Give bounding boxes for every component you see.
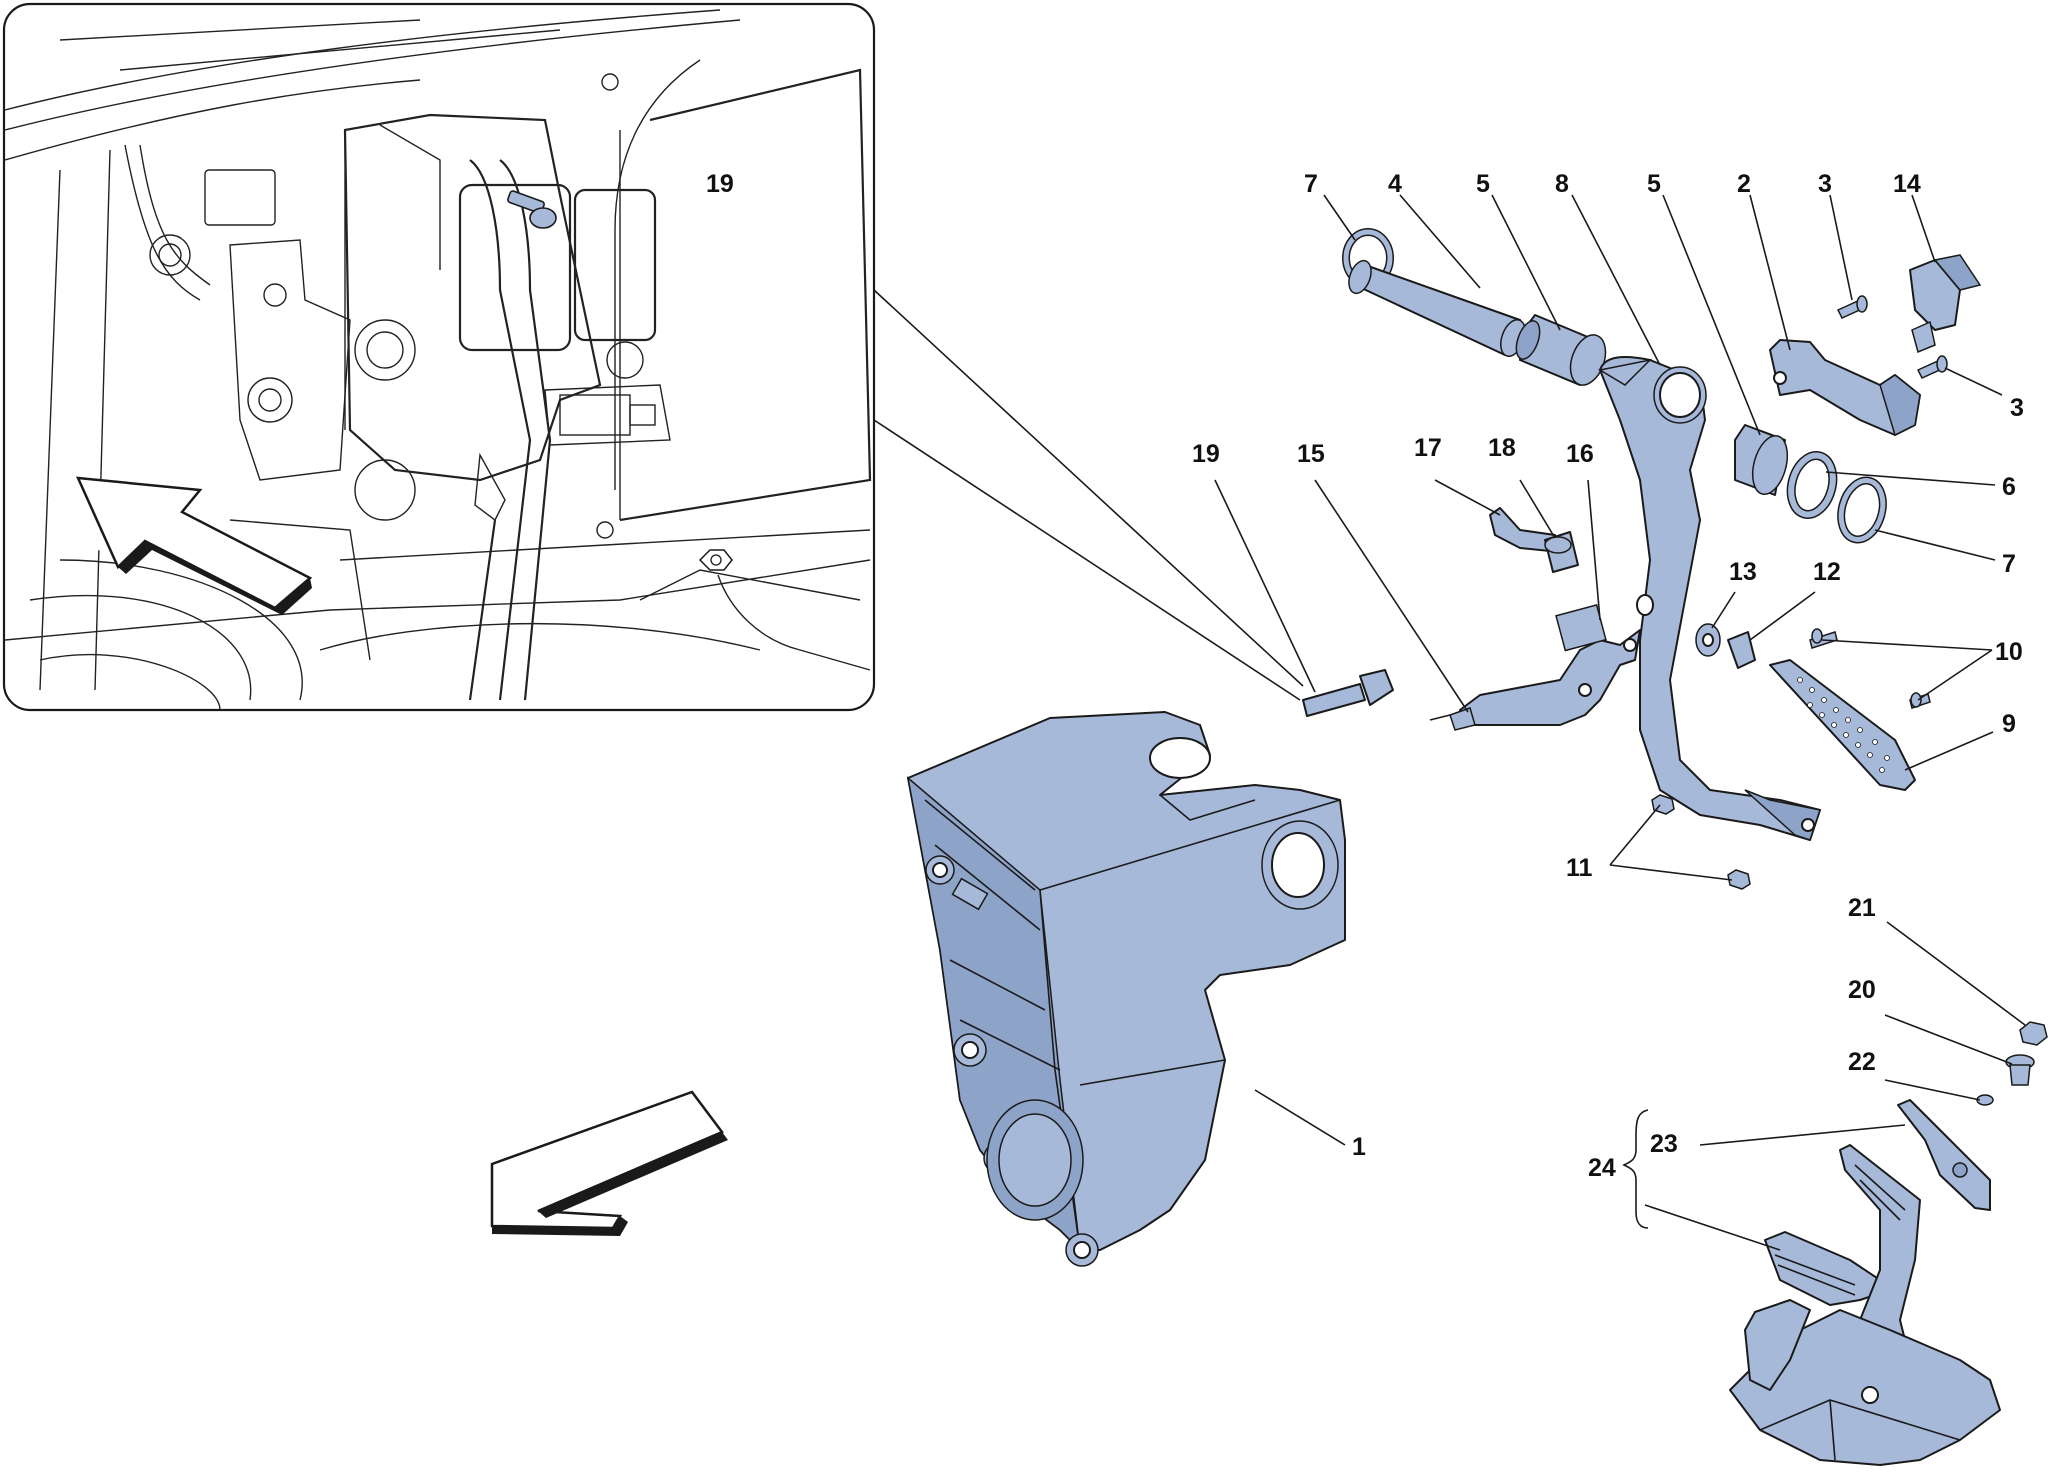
part-24-accelerator-pedal-assembly <box>1729 1144 2001 1466</box>
part-12-clip <box>1727 631 1756 669</box>
callout-5-right: 5 <box>1647 170 1661 198</box>
part-3-screw-lower <box>1916 355 1948 379</box>
callout-7-top: 7 <box>1304 170 1318 198</box>
callout-1: 1 <box>1352 1133 1366 1161</box>
callout-6: 6 <box>2002 473 2016 501</box>
callout-8: 8 <box>1555 170 1569 198</box>
part-5-bushing-right <box>1734 424 1789 496</box>
part-2-switch-bracket <box>1769 339 1921 437</box>
callout-16: 16 <box>1566 440 1594 468</box>
part-23-sensor <box>1897 1099 1991 1211</box>
callout-9: 9 <box>2002 710 2016 738</box>
callout-12: 12 <box>1813 558 1841 586</box>
part-9-pedal-pad <box>1769 659 1916 791</box>
callout-20: 20 <box>1848 976 1876 1004</box>
callout-22: 22 <box>1848 1048 1876 1076</box>
part-6-washer <box>1786 451 1838 519</box>
part-13-washer <box>1695 623 1721 657</box>
inset-connector-line-top <box>873 289 1304 687</box>
part-4-pivot-shaft <box>1348 259 1526 357</box>
callout-14: 14 <box>1893 170 1921 198</box>
callout-2: 2 <box>1737 170 1751 198</box>
callout-19: 19 <box>1192 440 1220 468</box>
callout-3-upper: 3 <box>1818 170 1832 198</box>
part-20-spacer <box>2005 1054 2035 1086</box>
part-7-circlip-right <box>1837 476 1887 544</box>
inset-detail-view <box>2 2 876 712</box>
part-21-nut <box>2019 1021 2048 1046</box>
part-19-bolt <box>1302 669 1394 717</box>
part-18-bush <box>1544 531 1579 573</box>
part-8-clutch-pedal-lever <box>1597 356 1821 841</box>
callout-5-left: 5 <box>1476 170 1490 198</box>
inset-connector-line-bottom <box>873 419 1301 701</box>
callout-13: 13 <box>1729 558 1757 586</box>
part-1-pedal-box-housing <box>906 711 1346 1267</box>
callout-11: 11 <box>1566 854 1593 882</box>
callout-19-inset: 19 <box>706 170 734 198</box>
callout-21: 21 <box>1848 894 1876 922</box>
part-15-16-cylinder-bracket <box>1429 604 1641 731</box>
callout-10: 10 <box>1995 638 2023 666</box>
part-5-bushing-left <box>1515 314 1607 386</box>
part-14-pedal-switch <box>1909 254 1982 354</box>
callout-labels: 7 4 5 8 5 2 3 14 3 6 7 19 19 15 17 18 16… <box>706 170 2024 1182</box>
part-3-screw-upper <box>1836 295 1868 319</box>
callout-4: 4 <box>1388 170 1402 198</box>
part-11-nuts <box>1651 794 1751 890</box>
callout-17: 17 <box>1414 434 1442 462</box>
callout-7-right: 7 <box>2002 550 2016 578</box>
direction-arrow-large <box>490 1090 728 1236</box>
callout-18: 18 <box>1488 434 1516 462</box>
callout-23: 23 <box>1650 1130 1678 1158</box>
callout-24: 24 <box>1588 1154 1616 1182</box>
callout-3-lower: 3 <box>2010 394 2024 422</box>
callout-15: 15 <box>1297 440 1325 468</box>
leader-lines <box>1214 194 2026 1251</box>
